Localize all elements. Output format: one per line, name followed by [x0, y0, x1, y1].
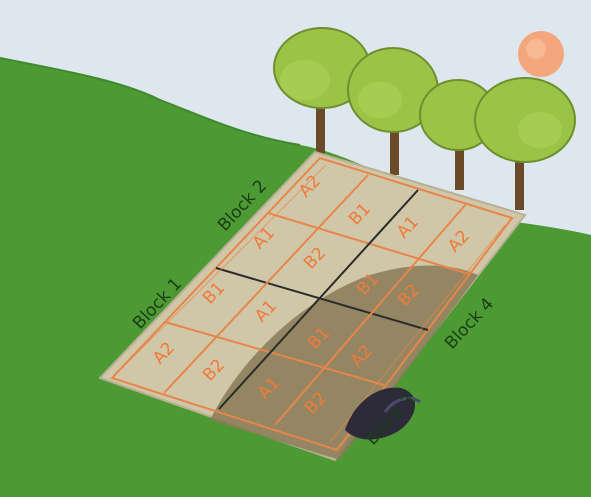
sun-icon — [518, 31, 564, 77]
